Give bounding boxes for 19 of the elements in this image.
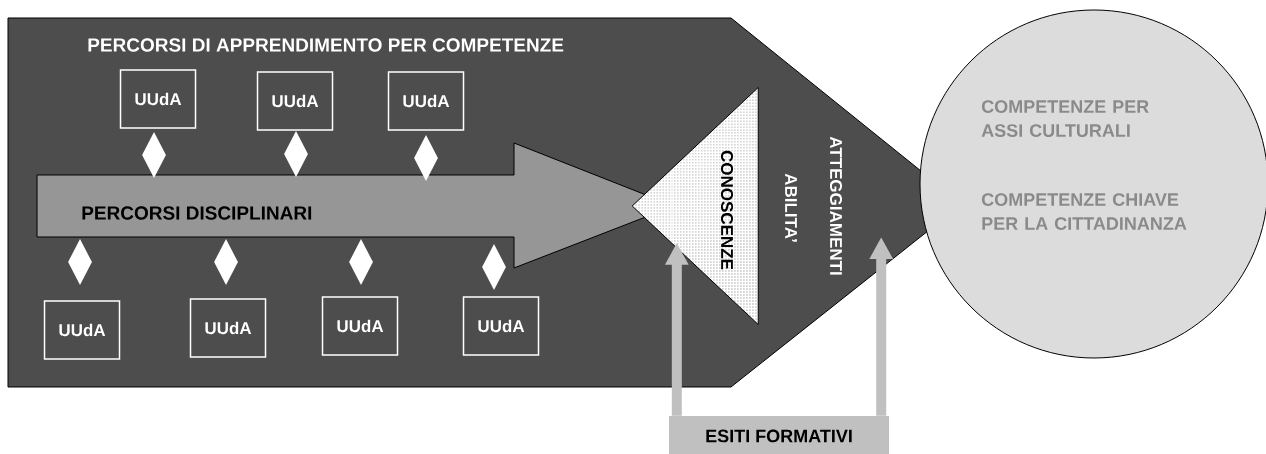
unit-box: UUdA xyxy=(321,296,399,356)
diamond-shape xyxy=(68,239,92,285)
diamond-shape xyxy=(349,239,373,285)
unit-box: UUdA xyxy=(387,71,465,131)
diamond-shape xyxy=(482,244,506,290)
label-box: ESITI FORMATIVI xyxy=(669,416,889,454)
dotted-triangle: CONOSCENZE xyxy=(631,87,759,325)
unit-box: UUdA xyxy=(189,298,267,358)
unit-box: UUdA xyxy=(256,71,334,131)
diamond-shape xyxy=(214,239,238,285)
heading-text: PERCORSI DI APPRENDIMENTO PER COMPETENZE xyxy=(88,38,564,52)
unit-box: UUdA xyxy=(462,296,540,356)
diamond-shape xyxy=(142,132,166,178)
unit-box: UUdA xyxy=(119,69,197,129)
rotated-label: ATTEGGIAMENTI xyxy=(830,136,843,275)
unit-box: UUdA xyxy=(43,300,121,360)
diamond-shape xyxy=(414,135,438,181)
rotated-label: ABILITA’ xyxy=(785,173,797,242)
diamond-shape xyxy=(284,131,308,177)
